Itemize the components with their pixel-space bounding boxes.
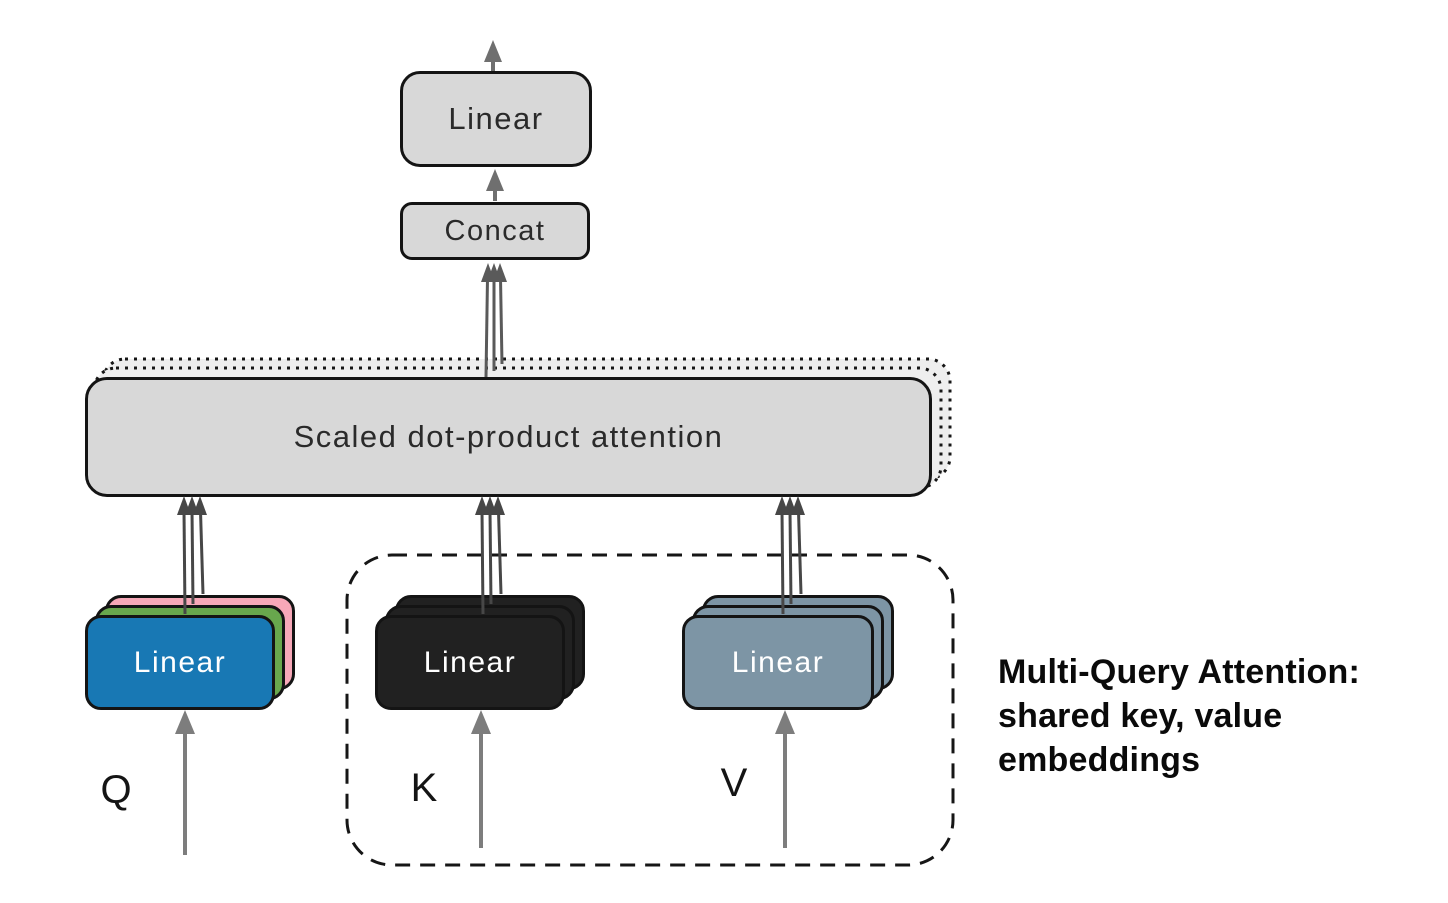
k-input-label: K: [410, 766, 438, 810]
concat-label: Concat: [444, 214, 546, 247]
k-linear-box: Linear: [375, 615, 565, 710]
concat-box: Concat: [400, 202, 590, 260]
shared-kv-group-outline: [345, 553, 955, 867]
output-linear-label: Linear: [448, 101, 544, 136]
annotation-line-3: embeddings: [998, 741, 1201, 779]
output-linear-box: Linear: [400, 71, 592, 167]
v-input-label: V: [720, 761, 748, 805]
v-linear-label: Linear: [731, 645, 825, 679]
annotation-text: Multi-Query Attention: shared key, value…: [998, 650, 1438, 782]
q-input-label: Q: [100, 768, 132, 812]
q-linear-label: Linear: [133, 645, 227, 679]
v-linear-box: Linear: [682, 615, 874, 710]
annotation-line-2: shared key, value: [998, 697, 1283, 735]
annotation-line-1: Multi-Query Attention:: [998, 653, 1360, 691]
attention-label: Scaled dot-product attention: [293, 419, 724, 454]
scaled-dot-product-attention-box: Scaled dot-product attention: [85, 377, 932, 497]
k-linear-label: Linear: [423, 645, 517, 679]
q-linear-box: Linear: [85, 615, 275, 710]
